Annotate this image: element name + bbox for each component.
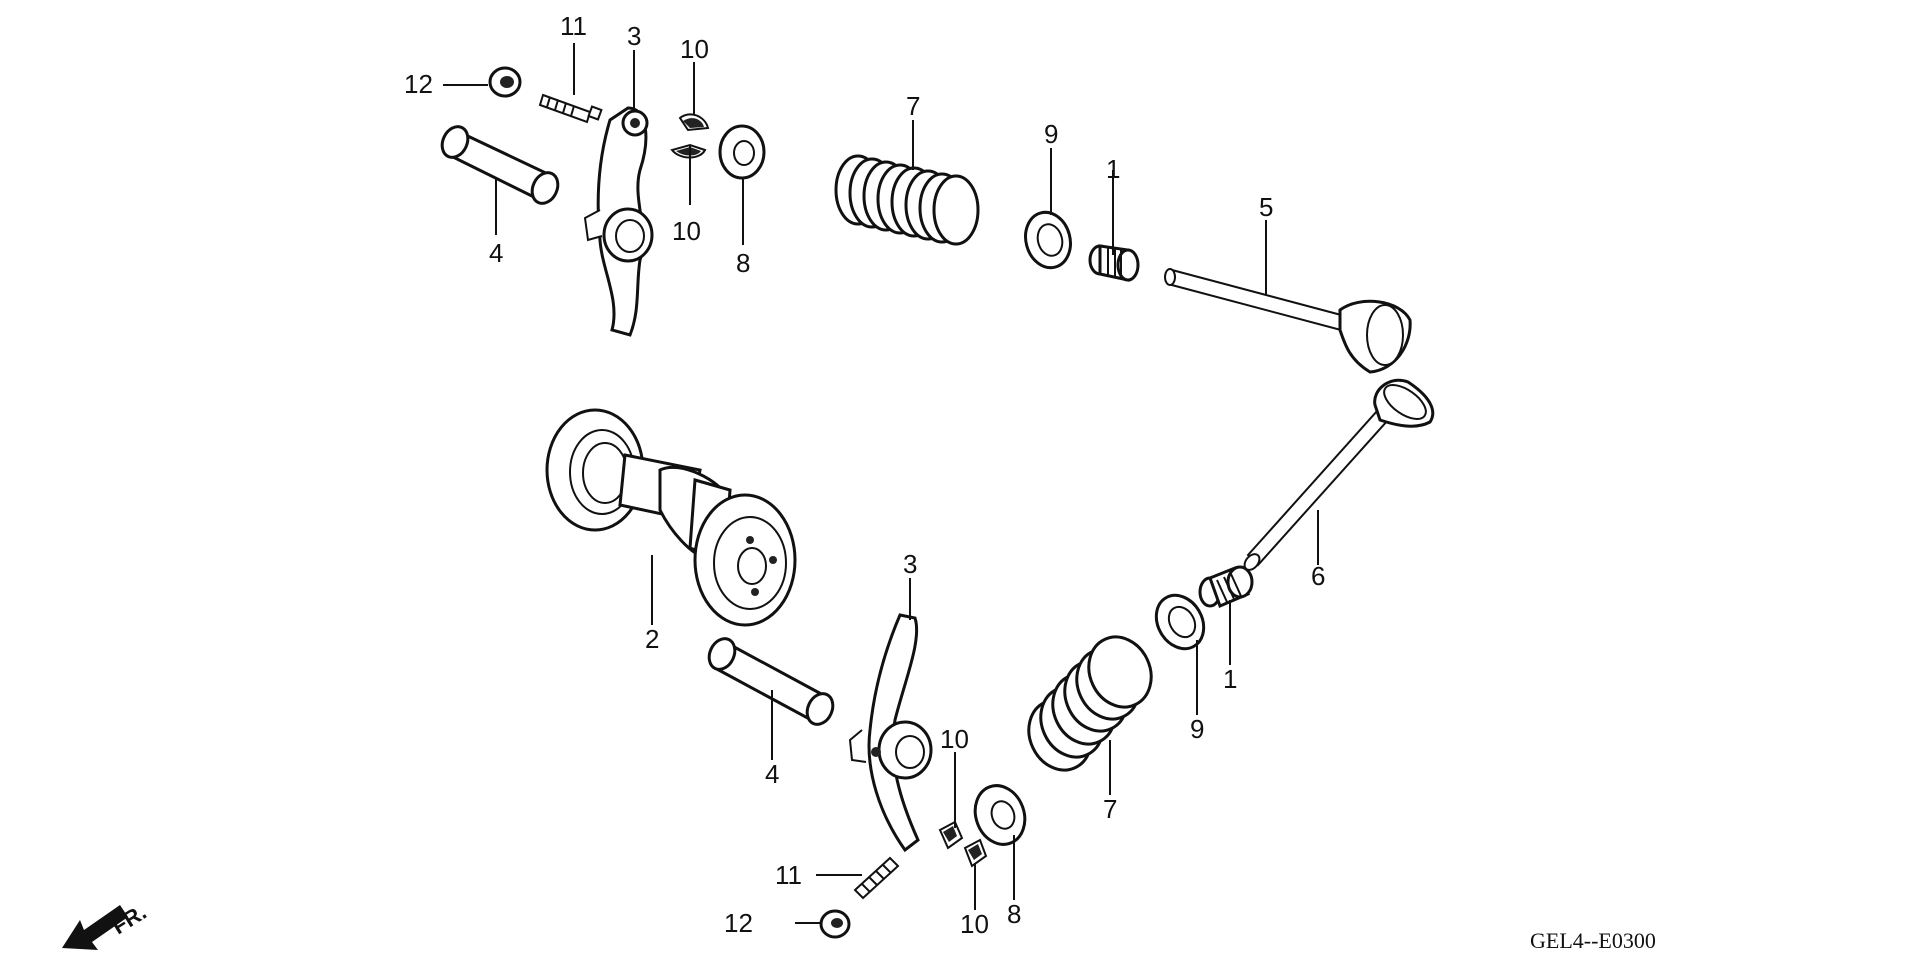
callout-7-upper: 7 (906, 91, 920, 121)
callout-9-upper: 9 (1044, 119, 1058, 149)
valve-spring-lower (1027, 635, 1153, 772)
rocker-shaft-lower (707, 637, 835, 726)
nut-lower (819, 909, 851, 939)
callout-4-upper: 4 (489, 238, 503, 268)
callout-9-lower: 9 (1190, 714, 1204, 744)
valve-cotter-lower (938, 820, 988, 868)
valve-cotter-upper (670, 113, 710, 159)
adjusting-screw-lower (853, 856, 900, 900)
spring-seat-upper (1024, 210, 1072, 270)
spring-retainer-lower (973, 784, 1027, 846)
callout-11-upper: 11 (560, 11, 587, 41)
callout-10-lower-a: 10 (940, 724, 969, 754)
callout-11-lower: 11 (775, 860, 802, 890)
arrow-down-left-icon (62, 905, 128, 950)
callout-3-upper: 3 (627, 21, 641, 51)
front-label: FR. (107, 899, 150, 939)
callout-8-upper: 8 (736, 248, 750, 278)
callout-10-upper-a: 10 (680, 34, 709, 64)
spring-retainer-upper (718, 124, 766, 180)
rocker-arm-lower (848, 613, 933, 853)
rocker-shaft-upper (440, 125, 560, 205)
front-marker: FR. (62, 899, 151, 950)
callout-2: 2 (645, 624, 659, 654)
callout-7-lower: 7 (1103, 794, 1117, 824)
callout-labels: 12 11 3 10 10 4 8 7 9 1 5 2 3 4 6 1 9 7 … (404, 11, 1325, 939)
valve-spring-upper (834, 154, 980, 246)
rocker-arm-upper (583, 106, 654, 337)
callout-10-lower-b: 10 (960, 909, 989, 939)
callout-1-lower: 1 (1223, 664, 1237, 694)
callout-12-upper: 12 (404, 69, 433, 99)
callout-12-lower: 12 (724, 908, 753, 938)
valve-lower (1243, 378, 1435, 571)
diagram-code: GEL4--E0300 (1530, 928, 1656, 953)
stem-seal-lower (1198, 565, 1254, 609)
camshaft (545, 408, 797, 627)
callout-4-lower: 4 (765, 759, 779, 789)
callout-3-lower: 3 (903, 549, 917, 579)
callout-5-upper: 5 (1259, 192, 1273, 222)
stem-seal-upper (1088, 244, 1140, 282)
callout-1-upper: 1 (1106, 154, 1120, 184)
spring-seat-lower (1154, 593, 1206, 651)
adjusting-screw-upper (538, 93, 603, 124)
callout-6: 6 (1311, 561, 1325, 591)
nut-upper (488, 66, 522, 98)
callout-8-lower: 8 (1007, 899, 1021, 929)
callout-10-upper-b: 10 (672, 216, 701, 246)
valve-upper (1164, 268, 1412, 374)
